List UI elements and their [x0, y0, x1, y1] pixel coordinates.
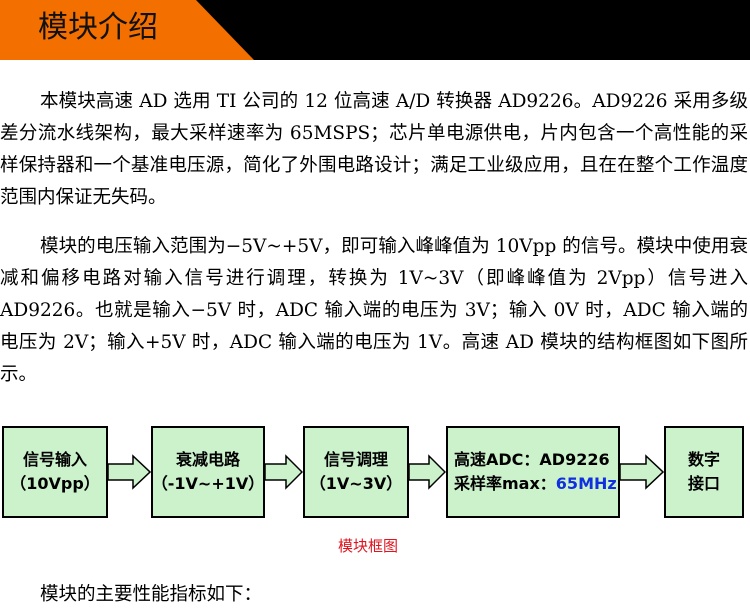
block-digital-interface: 数字 接口: [664, 426, 744, 518]
block-sublabel: （10Vpp）: [10, 474, 100, 493]
block-sublabel: （-1V~+1V）: [151, 474, 265, 493]
paragraph-voltage-range: 模块的电压输入范围为−5V~+5V，即可输入峰峰值为 10Vpp 的信号。模块中…: [0, 236, 748, 385]
block-label: 高速ADC：AD9226: [454, 450, 610, 469]
block-sublabel: （1V~3V）: [309, 474, 403, 493]
block-label: 数字: [687, 450, 720, 469]
block-label: 信号输入: [22, 450, 87, 469]
block-signal-conditioning: 信号调理 （1V~3V）: [303, 426, 409, 518]
block-sublabel: 采样率max：65MHz: [454, 472, 617, 496]
arrow-right-icon: [265, 454, 303, 490]
block-sublabel: 接口: [687, 474, 720, 493]
sample-rate-label: 采样率max：: [454, 474, 556, 493]
diagram-caption: 模块框图: [337, 537, 398, 555]
sample-rate-value: 65MHz: [555, 474, 617, 493]
paragraph-specs-intro: 模块的主要性能指标如下：: [40, 584, 263, 605]
block-label: 衰减电路: [175, 450, 240, 469]
section-title: 模块介绍: [38, 10, 158, 45]
arrow-right-icon: [108, 454, 151, 490]
block-attenuator: 衰减电路 （-1V~+1V）: [151, 426, 265, 518]
arrow-right-icon: [409, 454, 446, 490]
section-header: 模块介绍: [0, 0, 750, 60]
block-label: 信号调理: [323, 450, 388, 469]
block-adc: 高速ADC：AD9226 采样率max：65MHz: [446, 426, 620, 518]
block-diagram: 信号输入 （10Vpp） 衰减电路 （-1V~+1V） 信号调理 （1V~3V）…: [0, 426, 750, 520]
paragraph-intro: 本模块高速 AD 选用 TI 公司的 12 位高速 A/D 转换器 AD9226…: [0, 91, 748, 208]
arrow-right-icon: [620, 454, 664, 490]
block-signal-input: 信号输入 （10Vpp）: [2, 426, 108, 518]
